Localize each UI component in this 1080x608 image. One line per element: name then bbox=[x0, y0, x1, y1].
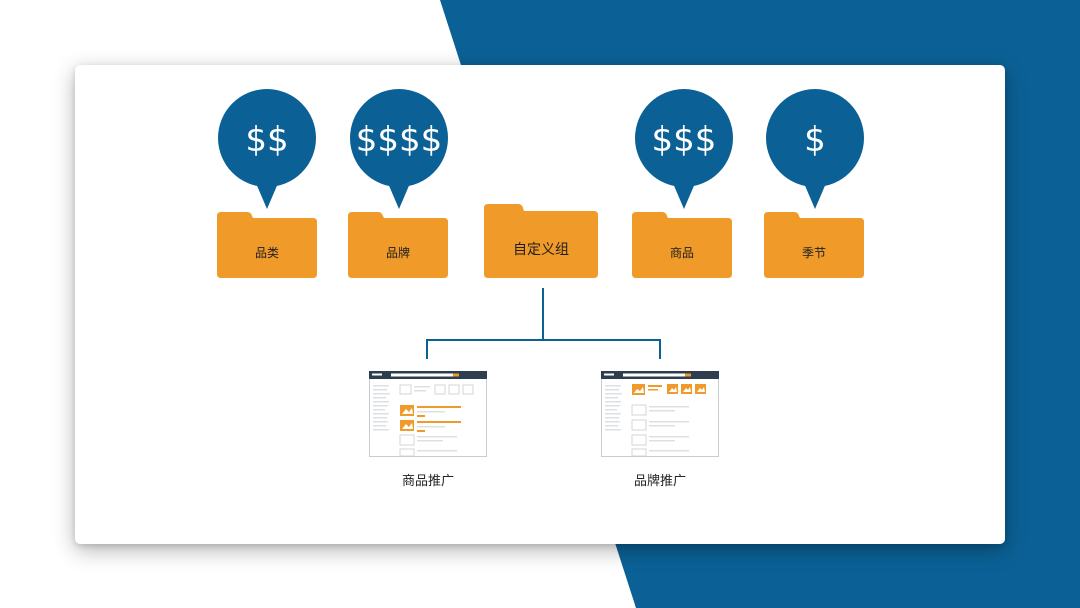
page-label: 品牌推广 bbox=[633, 474, 686, 489]
page-label: 商品推广 bbox=[401, 474, 454, 489]
webpage-thumbnail-icon bbox=[601, 371, 719, 457]
price-bubble-icon: $$$ bbox=[635, 89, 733, 209]
folder-icon bbox=[764, 212, 864, 278]
folder-label: 自定义组 bbox=[513, 242, 569, 258]
folder-icon bbox=[217, 212, 317, 278]
price-bubble-icon: $ bbox=[766, 89, 864, 209]
folder-icon bbox=[484, 204, 598, 278]
folder-label: 季节 bbox=[801, 246, 826, 260]
webpage-thumbnail-icon bbox=[369, 371, 487, 457]
price-bubble-icon: $$$$ bbox=[350, 89, 448, 209]
folder-icon bbox=[348, 212, 448, 278]
folder-label: 品牌 bbox=[385, 246, 410, 260]
price-level: $$ bbox=[245, 120, 288, 160]
price-level: $$$$ bbox=[356, 120, 443, 160]
price-level: $ bbox=[804, 120, 826, 160]
price-level: $$$ bbox=[652, 120, 717, 160]
folder-label: 品类 bbox=[254, 246, 279, 260]
folder-label: 商品 bbox=[669, 246, 694, 260]
price-bubble-icon: $$ bbox=[218, 89, 316, 209]
folder-icon bbox=[632, 212, 732, 278]
